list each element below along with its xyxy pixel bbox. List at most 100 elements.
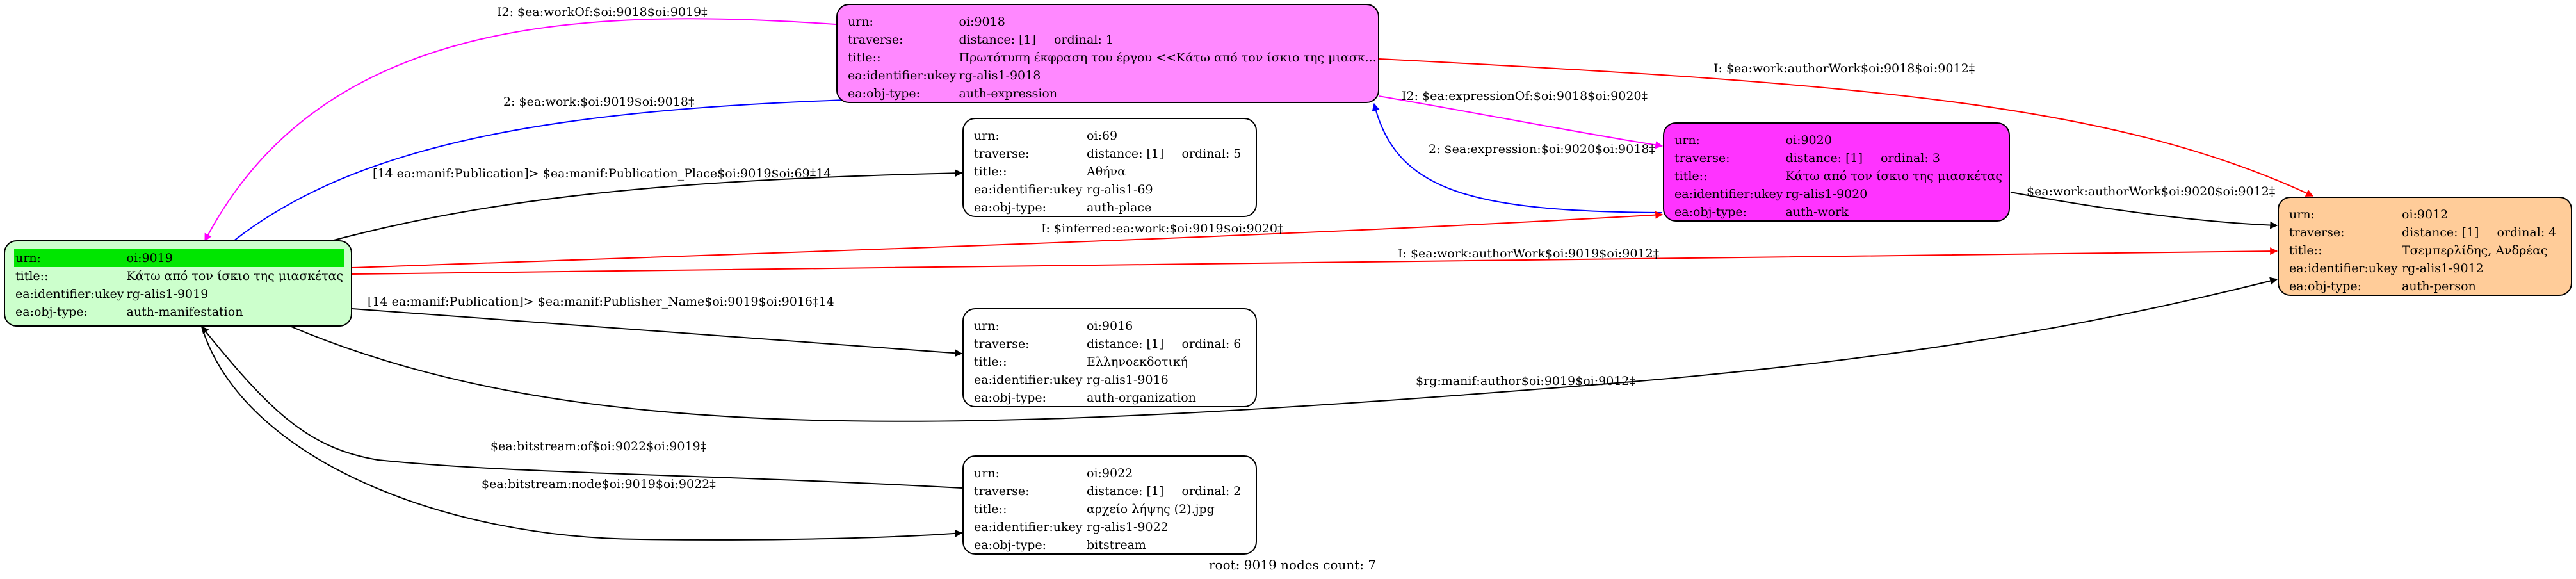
node-field-key: title:: [1674, 169, 1708, 183]
node-field-value: bitstream [1087, 538, 1146, 552]
node-field-value: Κάτω από τον ίσκιο της μιασκέτας [1785, 169, 2003, 183]
node-field-value: oi:9018 [959, 15, 1005, 29]
node-field-value: auth-person [2402, 279, 2476, 293]
edge-label-authorwork-9019: I: $ea:work:authorWork$oi:9019$oi:9012‡ [1398, 247, 1660, 261]
edge-expression [1372, 102, 1663, 213]
node-field-key: ea:obj-type: [974, 391, 1047, 405]
node-field-key: traverse: [974, 484, 1030, 498]
node-oi-9012[interactable]: urn: oi:9012 traverse: distance: [1] ordina… [2278, 197, 2572, 296]
traverse-ordinal: ordinal: 4 [2497, 225, 2557, 240]
node-field-value: rg-alis1-9018 [959, 69, 1041, 83]
node-field-value: oi:9012 [2402, 208, 2449, 222]
traverse-ordinal: ordinal: 3 [1880, 151, 1940, 165]
edge-publication-place [326, 169, 963, 243]
node-field-value: auth-manifestation [126, 305, 243, 319]
edge-workof [204, 18, 836, 242]
node-oi-9019[interactable]: urn:oi:9019 title::Κάτω από τον ίσκιο τη… [4, 240, 352, 327]
edge-label-work: 2: $ea:work:$oi:9019$oi:9018‡ [503, 95, 695, 109]
node-field-value: rg-alis1-9012 [2402, 261, 2484, 275]
node-field-key: urn: [1674, 133, 1700, 147]
node-field-value: auth-organization [1087, 391, 1196, 405]
edge-inferred-work [352, 211, 1664, 268]
edge-label-expression: 2: $ea:expression:$oi:9020$oi:9018‡ [1429, 142, 1655, 156]
traverse-ordinal: ordinal: 1 [1053, 33, 1114, 47]
node-oi-69[interactable]: urn: oi:69 traverse: distance: [1] ordinal:… [962, 118, 1257, 217]
graph-footer-caption: root: 9019 nodes count: 7 [1209, 557, 1377, 573]
node-field-key: title:: [15, 269, 49, 283]
edge-label-publisher-name: [14 ea:manif:Publication]> $ea:manif:Pub… [368, 295, 834, 309]
node-field-value: rg-alis1-9016 [1087, 373, 1169, 387]
edge-label-bitstream-of: $ea:bitstream:of$oi:9022$oi:9019‡ [490, 439, 707, 453]
node-field-key: ea:identifier:ukey [974, 373, 1083, 387]
edge-label-expressionof: I2: $ea:expressionOf:$oi:9018$oi:9020‡ [1402, 89, 1648, 103]
node-oi-9018[interactable]: urn: oi:9018 traverse: distance: [1] ordina… [836, 4, 1379, 103]
node-field-key: ea:obj-type: [974, 200, 1047, 215]
node-field-key: title:: [974, 502, 1007, 516]
traverse-ordinal: ordinal: 5 [1181, 147, 1242, 161]
edge-authorwork-9020 [2010, 192, 2278, 229]
node-field-key: ea:identifier:ukey [15, 287, 124, 301]
node-field-key: traverse: [974, 147, 1030, 161]
node-field-value: oi:9020 [1785, 133, 1832, 147]
node-field-value: oi:9019 [125, 249, 345, 267]
edge-authorwork-9019 [352, 247, 2278, 275]
edge-label-inferred-work: I: $inferred:ea:work:$oi:9019$oi:9020‡ [1041, 222, 1284, 236]
node-field-key: title:: [2289, 243, 2322, 257]
traverse-distance: distance: [1] [959, 33, 1036, 47]
node-field-value: αρχείο λήψης (2).jpg [1087, 502, 1215, 516]
traverse-distance: distance: [1] [1087, 484, 1164, 498]
node-field-key: title:: [848, 51, 881, 65]
edge-label-bitstream-node: $ea:bitstream:node$oi:9019$oi:9022‡ [482, 477, 716, 491]
node-field-key: urn: [974, 466, 1000, 480]
node-field-key: title:: [974, 355, 1007, 369]
traverse-distance: distance: [1] [1785, 151, 1863, 165]
traverse-distance: distance: [1] [1087, 337, 1164, 351]
edge-label-workof: I2: $ea:workOf:$oi:9018$oi:9019‡ [497, 5, 708, 19]
node-field-value: oi:9016 [1087, 319, 1133, 333]
node-field-value: Κάτω από τον ίσκιο της μιασκέτας [126, 269, 344, 283]
edge-bitstream-node [201, 326, 963, 541]
node-field-key: traverse: [2289, 225, 2345, 240]
node-field-key: ea:identifier:ukey [974, 520, 1083, 534]
traverse-ordinal: ordinal: 6 [1181, 337, 1242, 351]
node-field-key: traverse: [848, 33, 903, 47]
node-field-key: urn: [2289, 208, 2315, 222]
edge-publisher-name [352, 308, 963, 357]
edge-label-publication-place: [14 ea:manif:Publication]> $ea:manif:Pub… [373, 167, 832, 181]
node-field-key: ea:obj-type: [15, 305, 88, 319]
node-field-key: urn: [974, 319, 1000, 333]
node-field-key: ea:obj-type: [974, 538, 1047, 552]
node-field-key: urn: [974, 129, 1000, 143]
node-oi-9016[interactable]: urn:oi:9016 traverse:distance: [1]ordina… [962, 308, 1257, 407]
traverse-ordinal: ordinal: 2 [1181, 484, 1242, 498]
edge-label-authorwork-9020: $ea:work:authorWork$oi:9020$oi:9012‡ [2027, 184, 2276, 199]
node-field-value: Τσεμπερλίδης, Ανδρέας [2402, 243, 2548, 257]
node-oi-9020[interactable]: urn: oi:9020 traverse: distance: [1] ordina… [1663, 122, 2010, 222]
node-field-value: rg-alis1-69 [1087, 183, 1153, 197]
edge-expressionof [1378, 95, 1664, 149]
node-field-value: auth-expression [959, 86, 1058, 101]
node-field-key: ea:identifier:ukey [848, 69, 957, 83]
node-field-value: rg-alis1-9022 [1087, 520, 1169, 534]
edge-work [230, 95, 867, 244]
edge-label-manif-author: $rg:manif:author$oi:9019$oi:9012‡ [1416, 374, 1636, 388]
node-field-key: urn: [848, 15, 873, 29]
node-field-key: ea:obj-type: [1674, 205, 1747, 219]
node-field-value: oi:9022 [1087, 466, 1133, 480]
node-field-value: rg-alis1-9019 [126, 287, 209, 301]
edge-label-authorwork-9018: I: $ea:work:authorWork$oi:9018$oi:9012‡ [1713, 61, 1975, 76]
node-field-key: ea:identifier:ukey [974, 183, 1083, 197]
node-field-key: title:: [974, 165, 1007, 179]
node-field-key: urn: [14, 249, 126, 267]
node-field-value: Πρωτότυπη έκφραση του έργου <<Κάτω από τ… [959, 51, 1377, 65]
traverse-distance: distance: [1] [1087, 147, 1164, 161]
node-field-key: ea:obj-type: [2289, 279, 2362, 293]
node-field-value: auth-work [1785, 205, 1849, 219]
node-oi-9022[interactable]: urn: oi:9022 traverse: distance: [1] ordina… [962, 455, 1257, 555]
node-field-value: oi:69 [1087, 129, 1118, 143]
node-field-value: auth-place [1087, 200, 1152, 215]
node-field-key: traverse: [1674, 151, 1730, 165]
traverse-distance: distance: [1] [2402, 225, 2479, 240]
node-field-key: ea:identifier:ukey [2289, 261, 2398, 275]
